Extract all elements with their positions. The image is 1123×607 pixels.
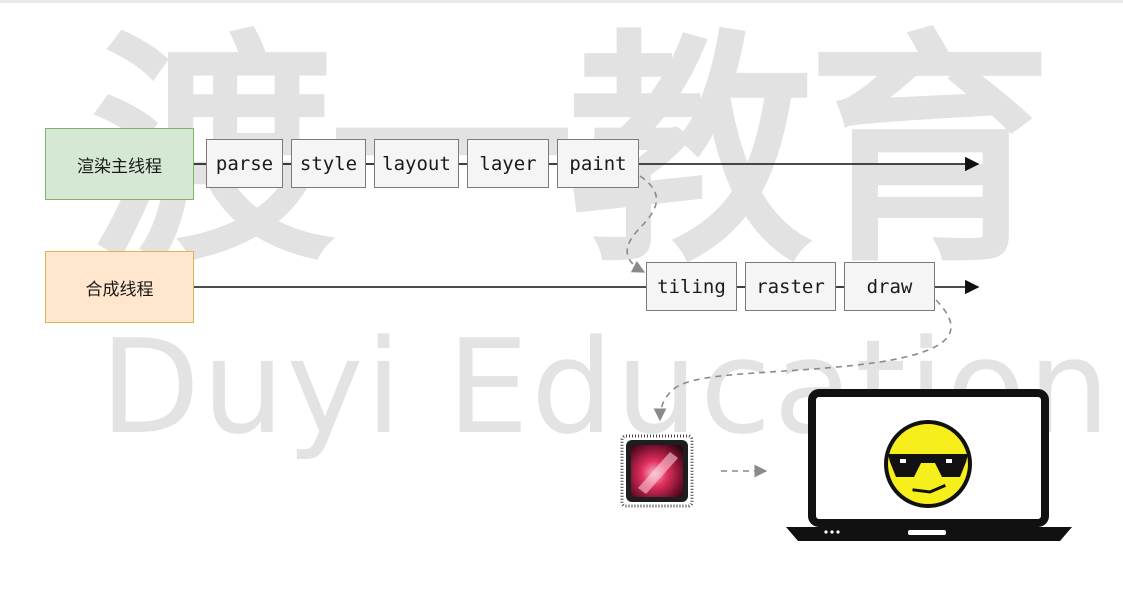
gpu-chip-icon <box>620 434 694 508</box>
step-draw: draw <box>844 262 935 311</box>
step-paint: paint <box>557 139 639 188</box>
step-raster: raster <box>745 262 836 311</box>
step-tiling: tiling <box>646 262 737 311</box>
render-main-thread-label: 渲染主线程 <box>45 128 194 200</box>
compositor-thread-label: 合成线程 <box>45 251 194 323</box>
sunglasses-emoji-icon <box>884 420 972 508</box>
step-parse: parse <box>206 139 283 188</box>
step-style: style <box>291 139 366 188</box>
top-border <box>0 0 1123 3</box>
step-layer: layer <box>467 139 549 188</box>
step-layout: layout <box>374 139 459 188</box>
